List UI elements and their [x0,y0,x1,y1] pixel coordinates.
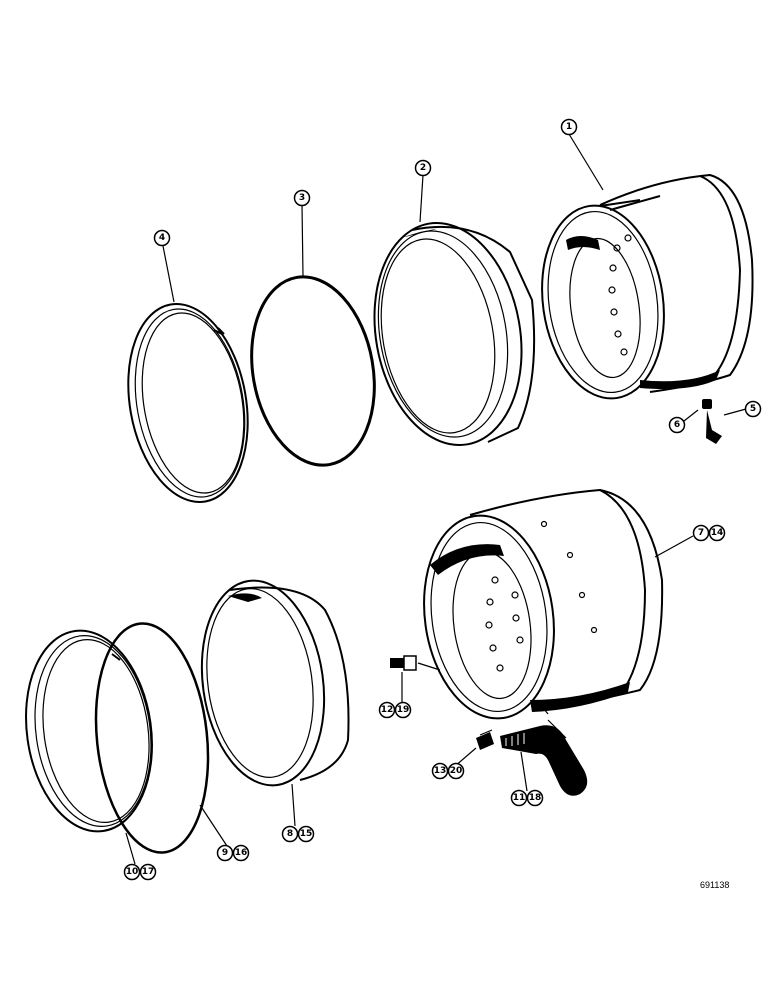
svg-text:8: 8 [287,829,293,839]
callout-2: 2 [414,159,432,177]
callout-15: 15 [297,825,315,843]
callout-17: 17 [139,863,157,881]
o-ring-part-9-16 [94,622,210,854]
figure-reference-number: 691138 [700,880,729,890]
svg-text:12: 12 [381,705,394,715]
callout-3: 3 [293,189,311,207]
svg-text:14: 14 [711,528,724,538]
svg-text:18: 18 [529,793,542,803]
svg-text:7: 7 [698,528,704,538]
leader-lines [125,133,747,865]
valve-adapter-part-12-19 [390,655,441,671]
callout-8: 8 [281,825,299,843]
svg-text:13: 13 [434,766,447,776]
o-ring-part-3 [250,275,376,467]
rim-part-7-14 [423,488,664,720]
callout-13: 13 [431,762,449,780]
svg-text:19: 19 [397,705,410,715]
svg-text:2: 2 [420,163,426,173]
callout-20: 20 [447,762,465,780]
svg-text:10: 10 [126,867,139,877]
callout-14: 14 [708,524,726,542]
valve-stem-part-5 [706,410,722,444]
callout-5: 5 [744,400,762,418]
svg-text:4: 4 [159,233,165,243]
svg-text:6: 6 [674,420,680,430]
lock-ring-part-4 [127,303,249,503]
valve-stem-part-11-18 [500,703,588,796]
lock-ring-part-10-17 [25,629,153,833]
svg-text:9: 9 [222,848,228,858]
valve-cap-part-13-20 [476,729,494,750]
callout-7: 7 [692,524,710,542]
rim-part-1 [541,173,754,400]
callout-12: 12 [378,701,396,719]
callout-18: 18 [526,789,544,807]
callout-11: 11 [510,789,528,807]
callout-6: 6 [668,416,686,434]
callout-16: 16 [232,844,250,862]
callout-10: 10 [123,863,141,881]
svg-text:17: 17 [142,867,155,877]
svg-text:1: 1 [566,122,572,132]
callout-4: 4 [153,229,171,247]
side-ring-part-2 [373,221,536,447]
valve-cap-part-6 [702,399,712,409]
callout-9: 9 [216,844,234,862]
svg-text:11: 11 [513,793,526,803]
side-ring-part-8-15 [200,579,350,787]
callout-1: 1 [560,118,578,136]
callout-19: 19 [394,701,412,719]
svg-text:20: 20 [450,766,463,776]
svg-text:16: 16 [235,848,248,858]
svg-text:5: 5 [750,404,756,414]
svg-text:15: 15 [300,829,313,839]
svg-text:3: 3 [299,193,305,203]
